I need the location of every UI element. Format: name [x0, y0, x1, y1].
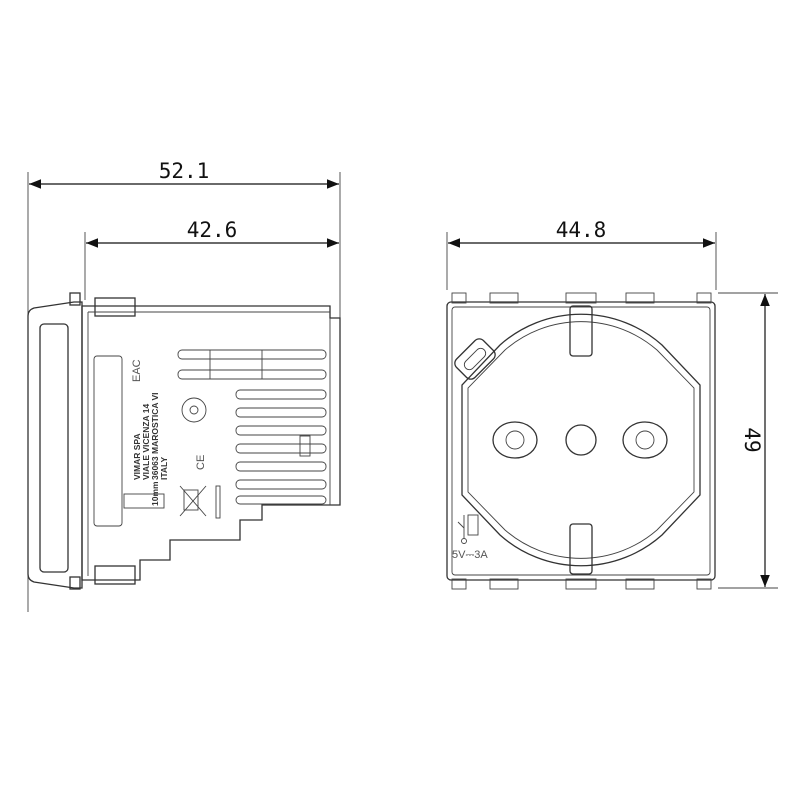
earth-clip-bottom — [569, 523, 593, 575]
side-view: VIMAR SPA VIALE VICENZA 14 36063 MAROSTI… — [27, 292, 341, 590]
svg-text:EAC: EAC — [131, 359, 143, 382]
manufacturer-label: VIMAR SPA VIALE VICENZA 14 36063 MAROSTI… — [132, 392, 169, 480]
svg-text:VIMAR SPA: VIMAR SPA — [132, 433, 142, 480]
usb-icon — [457, 514, 479, 544]
svg-text:36063 MAROSTICA VI: 36063 MAROSTICA VI — [150, 392, 160, 480]
dimension-height: 49 — [718, 292, 778, 589]
svg-text:CE: CE — [195, 455, 207, 470]
dimension-body-depth: 42.6 — [84, 218, 339, 300]
strip-length-gauge: 10mm — [123, 481, 165, 509]
dimension-label: 52.1 — [159, 159, 210, 183]
dimension-label: 42.6 — [187, 218, 238, 242]
usb-c-port — [454, 338, 496, 380]
imq-mark-icon — [181, 397, 207, 423]
vent-ribs — [177, 349, 327, 505]
earth-clip-top — [569, 305, 593, 357]
ce-mark: CE — [195, 455, 207, 470]
dimension-label: 49 — [740, 427, 764, 452]
front-view: 5V⎓3A — [446, 292, 716, 590]
dimension-label: 44.8 — [556, 218, 607, 242]
socket-holes — [492, 421, 668, 459]
svg-text:ITALY: ITALY — [159, 457, 169, 480]
weee-bin-icon — [179, 485, 207, 517]
svg-text:10mm: 10mm — [150, 481, 160, 506]
usb-rating-label: 5V⎓3A — [452, 549, 488, 561]
dimension-width: 44.8 — [446, 218, 717, 290]
svg-text:VIALE VICENZA 14: VIALE VICENZA 14 — [141, 404, 151, 480]
dimension-overall-depth: 52.1 — [27, 159, 341, 612]
eac-mark: EAC — [131, 359, 143, 382]
